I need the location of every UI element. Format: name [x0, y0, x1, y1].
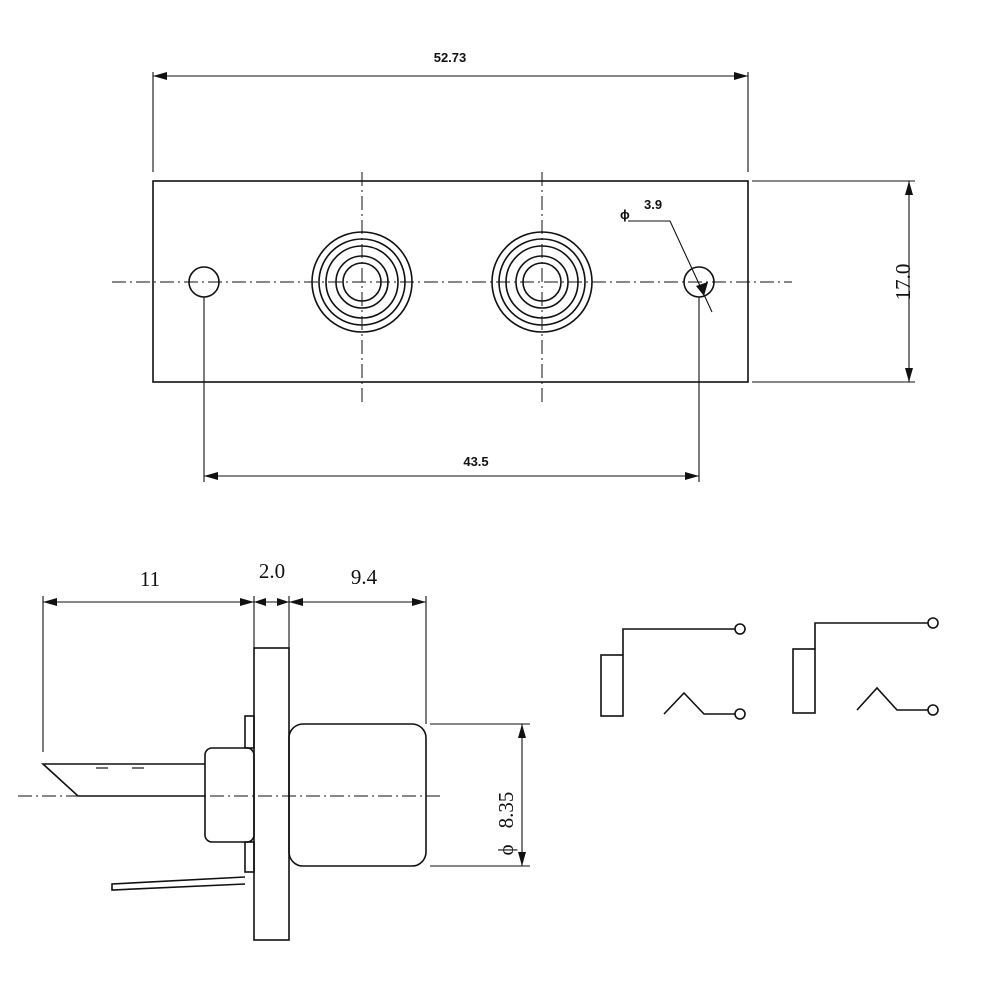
- dimension-body-length: 9.4: [289, 565, 427, 724]
- dimension-panel-thickness: 2.0: [253, 559, 290, 648]
- jack-left: [311, 231, 413, 333]
- hole-diameter-symbol: ϕ: [620, 207, 630, 222]
- side-view: 11 2.0 9.4: [18, 559, 530, 941]
- schematic-jack-2: [792, 617, 939, 716]
- dimension-height: 17.0: [752, 180, 915, 383]
- terminal-bottom: [111, 876, 246, 891]
- height-label: 17.0: [891, 264, 915, 301]
- dimension-body-diameter: 8.35 ϕ: [430, 723, 530, 867]
- nut-stub-bottom: [244, 841, 255, 873]
- overall-width-label: 52.73: [434, 50, 467, 65]
- terminal-top: [40, 763, 205, 797]
- nut-stub-top: [244, 715, 255, 749]
- hole-diameter-label: 3.9: [644, 197, 662, 212]
- dimension-hole-diameter: ϕ 3.9: [620, 197, 713, 313]
- panel-thickness-label: 2.0: [259, 559, 285, 583]
- dimension-hole-spacing: 43.5: [203, 297, 700, 482]
- dimension-overall-width: 52.73: [152, 50, 749, 172]
- hole-spacing-label: 43.5: [463, 454, 488, 469]
- rear-body: [204, 747, 255, 843]
- panel-flange: [253, 647, 290, 941]
- depth-rear-label: 11: [140, 567, 160, 591]
- body-diameter-symbol: ϕ: [494, 844, 518, 855]
- body-length-label: 9.4: [351, 565, 378, 589]
- front-barrel: [288, 723, 427, 867]
- dimension-depth-rear: 11: [42, 567, 254, 752]
- jack-right: [491, 231, 593, 333]
- body-diameter-label: 8.35: [494, 792, 518, 829]
- schematic-jack-1: [600, 623, 746, 720]
- front-view: 52.73 ϕ 3: [112, 50, 915, 482]
